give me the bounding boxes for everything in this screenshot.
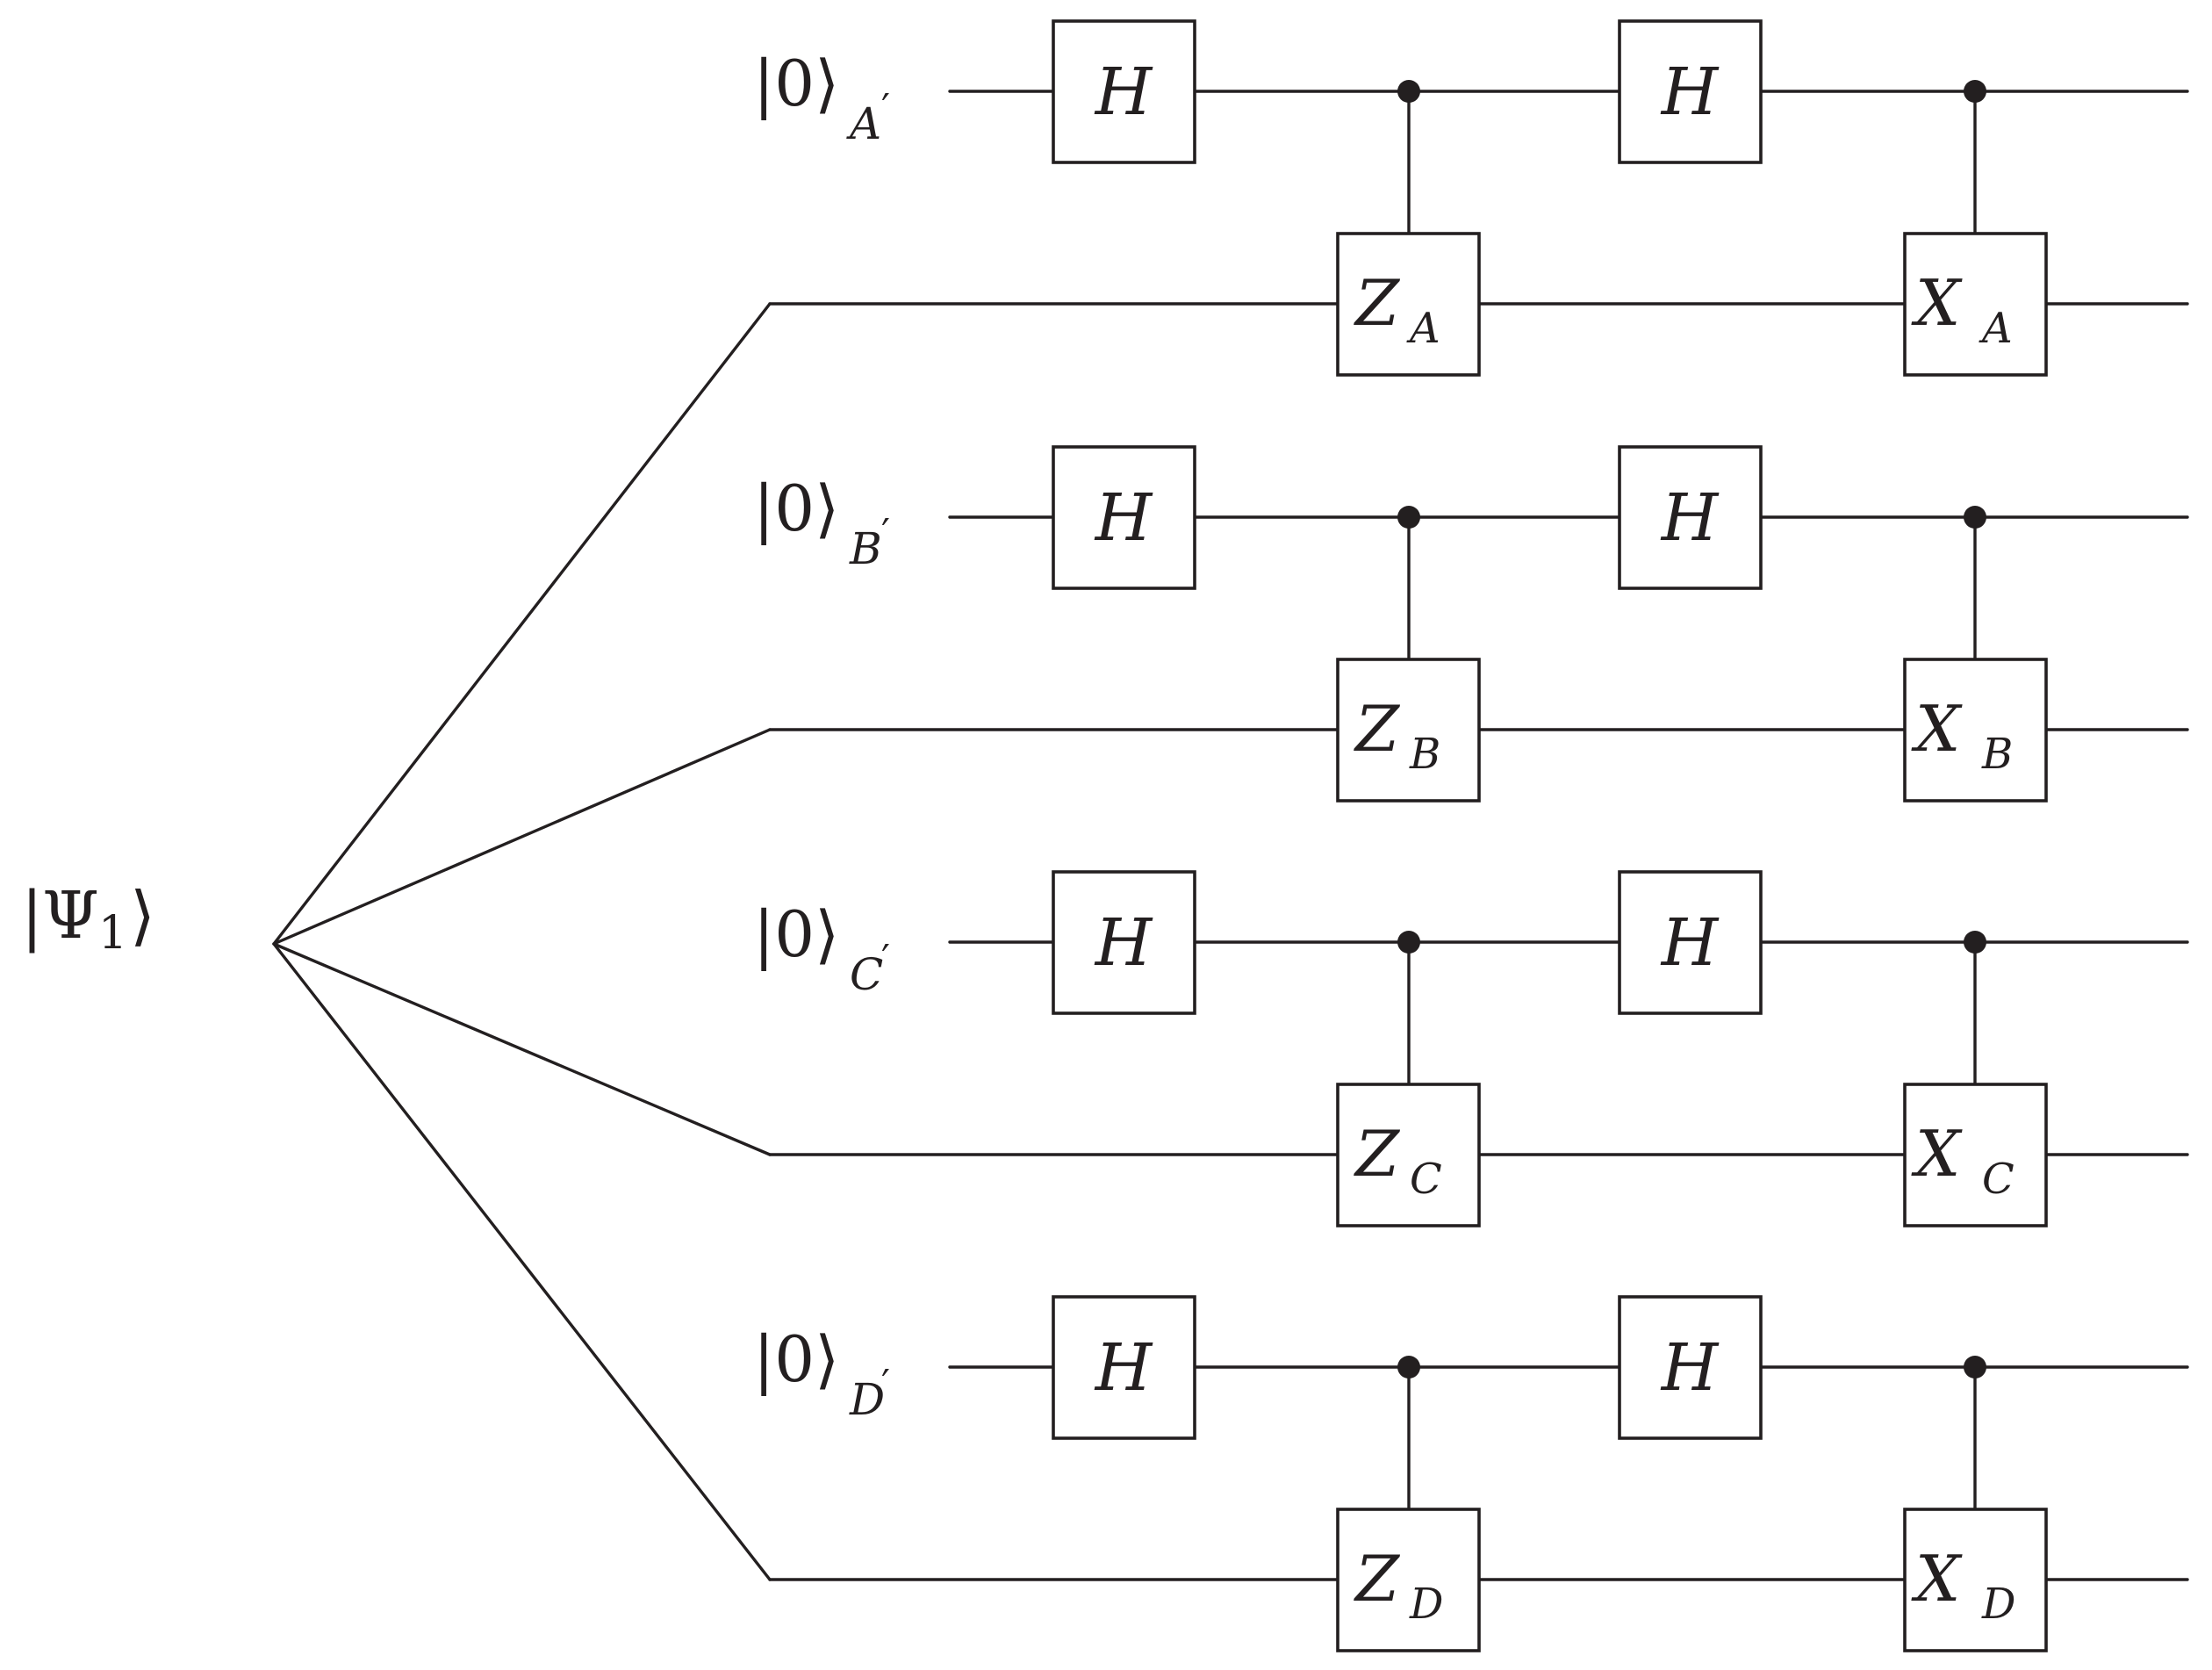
ancilla-ket-a: |0⟩ — [753, 47, 839, 120]
hadamard-label-c-1: H — [1094, 905, 1153, 981]
ancilla-sub-c: C — [850, 949, 883, 1000]
hadamard-gate-b-1 — [1052, 445, 1196, 590]
hadamard-label-a-2: H — [1660, 54, 1720, 130]
hadamard-gate-a-2 — [1618, 19, 1763, 164]
input-state-label: | Ψ 1 ⟩ — [21, 878, 155, 960]
x-gate-sub-a: A — [1979, 304, 2013, 353]
hadamard-label-c-2: H — [1660, 905, 1720, 981]
controlled-x-gate-a — [1903, 232, 2048, 377]
fanout-wires — [272, 302, 772, 1581]
fanout-wire-a — [272, 302, 772, 946]
hadamard-label-b-2: H — [1660, 480, 1720, 556]
controlled-z-gate-d — [1336, 1508, 1481, 1652]
hadamard-gate-c-1 — [1052, 870, 1196, 1015]
z-gate-sub-d: D — [1409, 1580, 1443, 1629]
cx-control-dot-b — [1964, 506, 1986, 529]
z-gate-sub-b: B — [1409, 730, 1440, 779]
cx-control-dot-d — [1964, 1356, 1986, 1378]
z-gate-label-a: Z — [1354, 266, 1401, 340]
x-gate-label-b: X — [1911, 692, 1963, 766]
ancilla-prime-b: ′ — [881, 511, 890, 556]
input-state-psi: Ψ — [42, 878, 99, 954]
hadamard-label-a-1: H — [1094, 54, 1153, 130]
ancilla-ket-c: |0⟩ — [753, 897, 839, 971]
controlled-x-gate-d — [1903, 1508, 2048, 1652]
input-state-bar: | — [21, 878, 43, 954]
cz-control-dot-a — [1397, 80, 1420, 103]
cx-control-dot-c — [1964, 931, 1986, 954]
controlled-x-gate-c — [1903, 1083, 2048, 1227]
input-state-index: 1 — [98, 907, 127, 960]
hadamard-label-d-2: H — [1660, 1330, 1720, 1406]
z-gate-label-b: Z — [1354, 692, 1401, 766]
hadamard-label-d-1: H — [1094, 1330, 1153, 1406]
controlled-z-gate-c — [1336, 1083, 1481, 1227]
fanout-wire-c — [272, 942, 772, 1156]
x-gate-label-c: X — [1911, 1117, 1963, 1191]
block-c: |0⟩ C ′ H H Z C X C — [753, 870, 2189, 1227]
z-gate-sub-c: C — [1410, 1155, 1442, 1204]
controlled-z-gate-a — [1336, 232, 1481, 377]
cx-control-dot-a — [1964, 80, 1986, 103]
x-gate-sub-c: C — [1982, 1155, 2014, 1204]
x-gate-label-d: X — [1911, 1542, 1963, 1616]
fanout-wire-b — [272, 728, 772, 946]
ancilla-ket-d: |0⟩ — [753, 1322, 839, 1396]
block-d: |0⟩ D ′ H H Z D X D — [753, 1295, 2189, 1652]
hadamard-gate-a-1 — [1052, 19, 1196, 164]
fanout-wire-d — [272, 942, 772, 1581]
z-gate-label-c: Z — [1354, 1117, 1401, 1191]
hadamard-gate-d-1 — [1052, 1295, 1196, 1440]
ancilla-sub-b: B — [849, 523, 882, 574]
x-gate-label-a: X — [1911, 266, 1963, 340]
ancilla-prime-d: ′ — [881, 1362, 890, 1407]
z-gate-sub-a: A — [1406, 304, 1440, 353]
cz-control-dot-c — [1397, 931, 1420, 954]
x-gate-sub-b: B — [1981, 730, 2013, 779]
hadamard-gate-d-2 — [1618, 1295, 1763, 1440]
x-gate-sub-d: D — [1981, 1580, 2015, 1629]
block-b: |0⟩ B ′ H H Z B X B — [753, 445, 2189, 803]
controlled-x-gate-b — [1903, 658, 2048, 803]
ancilla-sub-d: D — [849, 1374, 885, 1425]
ancilla-sub-a: A — [846, 98, 881, 149]
hadamard-gate-b-2 — [1618, 445, 1763, 590]
cz-control-dot-d — [1397, 1356, 1420, 1378]
input-state-bracket: ⟩ — [130, 878, 155, 954]
ancilla-prime-c: ′ — [881, 937, 890, 982]
block-a: |0⟩ A ′ H H Z A X A — [753, 19, 2189, 377]
ancilla-prime-a: ′ — [881, 86, 890, 131]
controlled-z-gate-b — [1336, 658, 1481, 803]
cz-control-dot-b — [1397, 506, 1420, 529]
z-gate-label-d: Z — [1354, 1542, 1401, 1616]
ancilla-ket-b: |0⟩ — [753, 471, 839, 545]
hadamard-label-b-1: H — [1094, 480, 1153, 556]
hadamard-gate-c-2 — [1618, 870, 1763, 1015]
